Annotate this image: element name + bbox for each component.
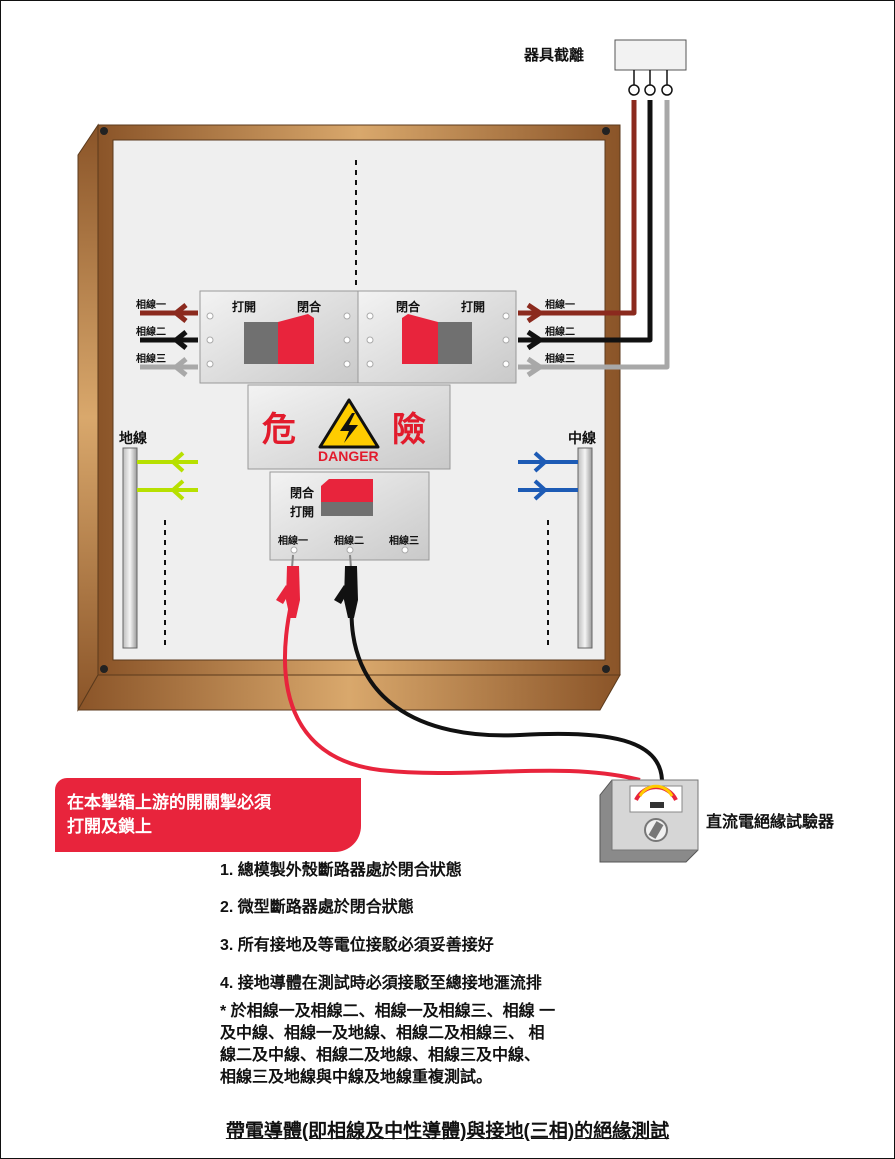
box-bottom-side: [77, 674, 621, 711]
warning-line-2: 打開及鎖上: [67, 817, 152, 836]
mcb-toggle: [321, 479, 373, 502]
note-2: 2. 微型斷路器處於閉合狀態: [220, 899, 414, 916]
warning-callout: 在本掣箱上游的開關掣必須 打開及鎖上: [55, 778, 361, 852]
tester-label: 直流電絕緣試驗器: [706, 814, 835, 831]
mcb-open-label: 打開: [290, 505, 315, 519]
mcb-closed-label: 閉合: [290, 486, 315, 500]
right-closed-label: 閉合: [396, 300, 421, 314]
phase-conductors-to-isolator: [518, 100, 670, 378]
star-note-line-4: 相線三及地線與中線及地線重複測試。: [220, 1069, 493, 1086]
phase1-right-label: 相線一: [545, 300, 575, 311]
red-test-lead: [283, 599, 641, 782]
danger-english: DANGER: [318, 448, 379, 464]
star-note-line-1: * 於相線一及相線二、相線一及相線三、相線 一: [220, 1003, 556, 1020]
neutral-conductors: [518, 451, 578, 501]
warning-line-1: 在本掣箱上游的開關掣必須: [67, 793, 271, 812]
repeat-test-note: * 於相線一及相線二、相線一及相線三、相線 一 及中線、相線一及地線、相線二及相…: [220, 1001, 700, 1089]
phase3-right-label: 相線三: [545, 354, 575, 365]
mcb-phase3-label: 相線三: [389, 536, 419, 547]
right-open-label: 打開: [461, 300, 486, 314]
left-open-label: 打開: [232, 300, 257, 314]
isolator-box: [614, 39, 687, 71]
phase2-left-label: 相線二: [136, 327, 166, 338]
neutral-bar: [577, 447, 593, 649]
phase1-left-label: 相線一: [136, 300, 166, 311]
phase2-right-label: 相線二: [545, 327, 575, 338]
box-left-side: [77, 123, 99, 712]
danger-right-char: 險: [392, 411, 426, 449]
note-4: 4. 接地導體在測試時必須接駁至總接地滙流排: [220, 975, 542, 992]
phase3-left-label: 相線三: [136, 354, 166, 365]
red-probe: [286, 566, 300, 618]
note-3: 3. 所有接地及等電位接駁必須妥善接好: [220, 937, 494, 954]
earth-bar: [122, 447, 138, 649]
mccb-right-toggle: [402, 314, 438, 364]
mccb-left-toggle: [278, 314, 314, 364]
star-note-line-2: 及中線、相線一及地線、相線二及相線三、 相: [220, 1025, 545, 1042]
note-1: 1. 總模製外殼斷路器處於閉合狀態: [220, 862, 462, 879]
incoming-phase-left: [140, 303, 198, 377]
black-test-lead: [349, 599, 664, 781]
mcb-phase2-label: 相線二: [334, 536, 364, 547]
left-closed-label: 閉合: [297, 300, 322, 314]
star-note-line-3: 線二及中線、相線二及地線、相線三及中線、: [220, 1047, 541, 1064]
diagram-title: 帶電導體(即相線及中性導體)與接地(三相)的絕緣測試: [225, 1121, 670, 1142]
isolator-label: 器具截離: [524, 47, 585, 64]
neutral-label: 中線: [568, 430, 596, 446]
danger-left-char: 危: [262, 411, 296, 449]
mcb-phase1-label: 相線一: [278, 536, 308, 547]
black-probe: [344, 566, 358, 618]
earth-conductors: [137, 451, 198, 501]
earth-label: 地線: [119, 430, 147, 446]
